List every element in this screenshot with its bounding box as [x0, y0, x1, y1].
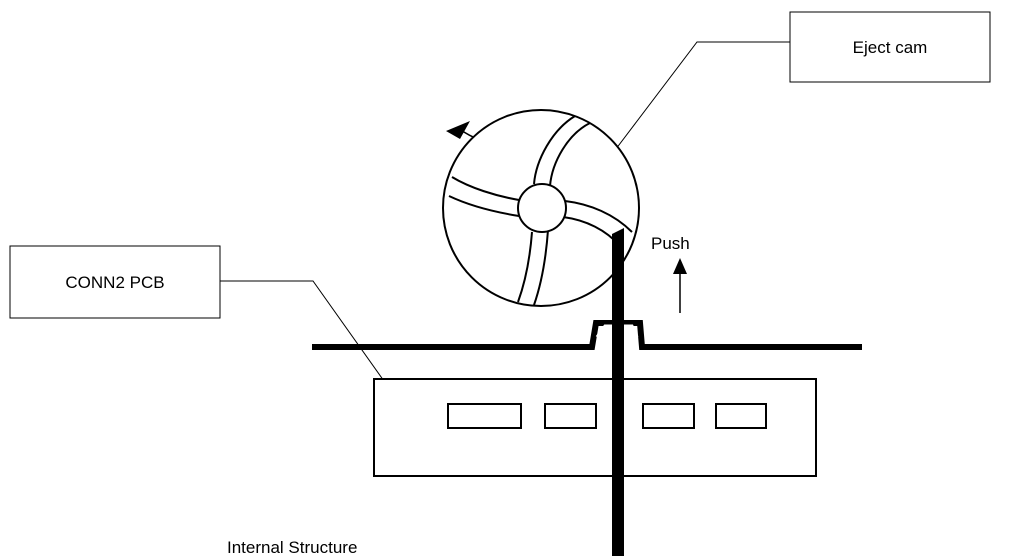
eject-cam-callout-box [789, 11, 991, 83]
conn2-pcb [373, 378, 817, 477]
conn2-pcb-label: CONN2 PCB [65, 273, 164, 292]
eject-cam-callout: Eject cam [599, 11, 991, 171]
eject-cam-hub [517, 183, 567, 233]
conn2-pcb-callout: CONN2 PCB [9, 245, 402, 406]
pcb-connector-4 [715, 403, 767, 429]
eject-cam [442, 109, 640, 307]
pcb-connector-1 [447, 403, 522, 429]
pcb-connector-3 [642, 403, 695, 429]
conn2-pcb-leader-line [220, 280, 402, 406]
pcb-connector-2 [544, 403, 597, 429]
eject-cam-leader-line [599, 41, 790, 171]
eject-cam-label: Eject cam [853, 38, 928, 57]
conn2-pcb-callout-box [9, 245, 221, 319]
rotation-arrowhead-icon [446, 121, 470, 139]
diagram-caption: Internal Structure [227, 538, 357, 556]
push-arrow-icon [673, 258, 687, 274]
plate-line [312, 320, 862, 350]
push-label: Push [651, 234, 690, 253]
push-rod [612, 228, 624, 556]
